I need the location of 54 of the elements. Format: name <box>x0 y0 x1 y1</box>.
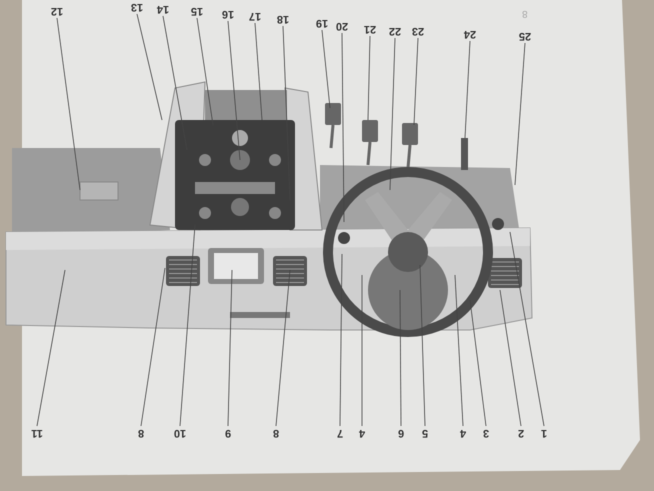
leader-line <box>340 254 342 426</box>
leader-line <box>180 224 196 426</box>
leader-line <box>454 274 464 426</box>
leader-line <box>514 42 526 186</box>
callout-number: 12 <box>47 4 67 18</box>
leader-line <box>470 300 486 426</box>
leader-line <box>510 232 544 426</box>
callout-number: 10 <box>170 426 190 440</box>
callout-number: 16 <box>218 7 238 21</box>
leader-line <box>500 290 522 426</box>
leader-line <box>282 26 290 200</box>
leader-line <box>136 14 162 120</box>
leader-line <box>420 264 426 426</box>
callout-number: 20 <box>332 19 352 33</box>
callout-number: 8 <box>131 426 151 440</box>
leader-line <box>228 20 240 160</box>
callout-number: 7 <box>330 426 350 440</box>
leader-line <box>36 270 66 426</box>
callout-number: 11 <box>27 426 47 440</box>
callout-number: 9 <box>218 426 238 440</box>
callout-number: 24 <box>460 27 480 41</box>
callout-number: 2 <box>511 426 531 440</box>
leader-line <box>390 38 396 190</box>
leader-line <box>276 270 290 426</box>
callout-number: 4 <box>453 426 473 440</box>
callout-number: 8 <box>266 426 286 440</box>
callout-number: 15 <box>187 4 207 18</box>
callout-number: 18 <box>273 12 293 26</box>
callout-number: 3 <box>476 426 496 440</box>
leader-line <box>140 268 166 426</box>
callout-number: 23 <box>408 24 428 38</box>
leader-line <box>400 290 402 426</box>
callout-number: 5 <box>415 426 435 440</box>
callout-number: 17 <box>245 9 265 23</box>
leader-line <box>228 270 232 426</box>
leader-line <box>368 36 370 120</box>
callout-number: 22 <box>385 24 405 38</box>
callout-number: 4 <box>352 426 372 440</box>
callout-number: 21 <box>360 22 380 36</box>
callout-number: 25 <box>515 29 535 43</box>
callout-number: 14 <box>153 2 173 16</box>
callout-number: 1 <box>534 426 554 440</box>
page-number: 8 <box>522 8 528 19</box>
leader-line <box>322 30 330 108</box>
leader-line <box>342 32 344 222</box>
callout-number: 19 <box>312 16 332 30</box>
leader-line <box>254 22 262 120</box>
leader-line <box>162 16 188 150</box>
leader-line <box>414 38 418 126</box>
leader-line <box>56 18 80 190</box>
leader-line <box>464 40 470 138</box>
callout-number: 6 <box>391 426 411 440</box>
leader-line <box>196 18 214 126</box>
callout-number: 13 <box>127 0 147 14</box>
